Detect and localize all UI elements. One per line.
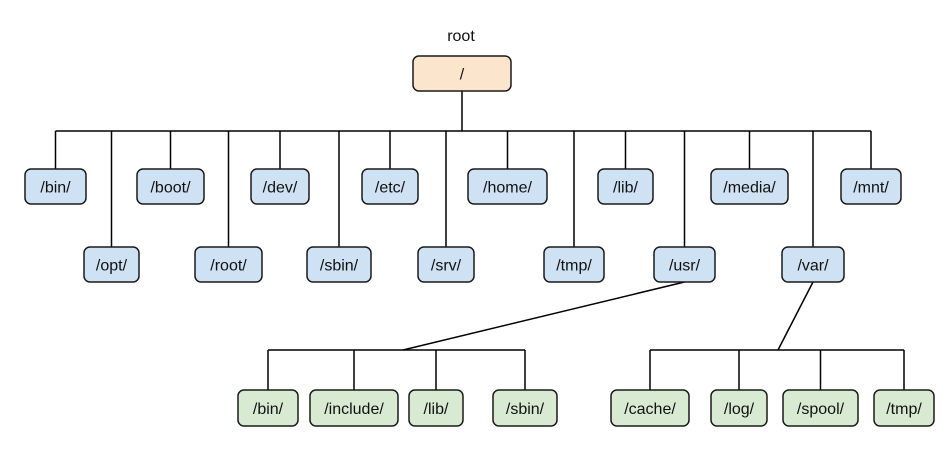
dir-node-sbin-box bbox=[306, 246, 372, 283]
tree-nodes: / /bin/ /opt/ /boot/ /root/ /dev/ /sbin/ /etc/ /… bbox=[24, 55, 935, 427]
dir-node-usr-lib: /lib/ bbox=[408, 389, 464, 427]
dir-node-usr-bin: /bin/ bbox=[237, 389, 299, 427]
dir-node-dev-label: /dev/ bbox=[263, 180, 298, 197]
dir-node-dev: /dev/ bbox=[250, 168, 310, 205]
dir-node-tmp: /tmp/ bbox=[543, 246, 605, 283]
dir-node-var-log: /log/ bbox=[710, 389, 768, 427]
dir-node-var-tmp-label: /tmp/ bbox=[886, 401, 922, 418]
dir-node-root-label: /root/ bbox=[210, 258, 247, 275]
edge-usr-diagonal bbox=[402, 281, 685, 351]
dir-node-usr-include-label: /include/ bbox=[324, 401, 384, 418]
dir-node-boot-box bbox=[136, 168, 205, 205]
dir-node-usr-include: /include/ bbox=[309, 389, 399, 427]
dir-node-usr-lib-label: /lib/ bbox=[424, 401, 449, 418]
dir-node-usr: /usr/ bbox=[653, 246, 716, 283]
root-node-box bbox=[412, 55, 512, 92]
dir-node-mnt-box bbox=[840, 168, 902, 205]
dir-node-boot-label: /boot/ bbox=[150, 180, 191, 197]
dir-node-boot: /boot/ bbox=[136, 168, 205, 205]
dir-node-opt-label: /opt/ bbox=[96, 258, 128, 275]
dir-node-lib: /lib/ bbox=[597, 168, 654, 205]
dir-node-srv-box bbox=[417, 246, 475, 283]
dir-node-var-tmp-box bbox=[873, 389, 935, 427]
dir-node-var-spool-box bbox=[782, 389, 859, 427]
dir-node-var: /var/ bbox=[781, 246, 845, 283]
dir-node-media-label: /media/ bbox=[723, 180, 776, 197]
dir-node-var-cache-box bbox=[610, 389, 690, 427]
dir-node-dev-box bbox=[250, 168, 310, 205]
dir-node-lib-label: /lib/ bbox=[613, 180, 638, 197]
dir-node-lib-box bbox=[597, 168, 654, 205]
dir-node-home-box bbox=[467, 168, 548, 205]
dir-node-home: /home/ bbox=[467, 168, 548, 205]
dir-node-usr-sbin-box bbox=[492, 389, 558, 427]
dir-node-etc-label: /etc/ bbox=[375, 180, 406, 197]
dir-node-var-box bbox=[781, 246, 845, 283]
dir-node-var-cache-label: /cache/ bbox=[624, 401, 676, 418]
dir-node-media-box bbox=[710, 168, 789, 205]
dir-node-bin-label: /bin/ bbox=[40, 180, 71, 197]
dir-node-usr-lib-box bbox=[408, 389, 464, 427]
dir-node-var-spool: /spool/ bbox=[782, 389, 859, 427]
dir-node-usr-label: /usr/ bbox=[669, 258, 701, 275]
dir-node-root-box bbox=[194, 246, 263, 283]
edge-var-diagonal bbox=[777, 281, 814, 351]
dir-node-usr-sbin-label: /sbin/ bbox=[506, 401, 545, 418]
dir-node-var-spool-label: /spool/ bbox=[797, 401, 845, 418]
dir-node-tmp-box bbox=[543, 246, 605, 283]
dir-node-var-label: /var/ bbox=[797, 258, 829, 275]
dir-node-usr-bin-label: /bin/ bbox=[253, 401, 284, 418]
dir-node-etc-box bbox=[361, 168, 419, 205]
dir-node-var-log-box bbox=[710, 389, 768, 427]
dir-node-sbin-label: /sbin/ bbox=[320, 258, 359, 275]
dir-node-usr-include-box bbox=[309, 389, 399, 427]
dir-node-mnt: /mnt/ bbox=[840, 168, 902, 205]
root-node-label: / bbox=[460, 67, 465, 84]
dir-node-bin-box bbox=[24, 168, 87, 205]
root-node: / bbox=[412, 55, 512, 92]
dir-node-usr-box bbox=[653, 246, 716, 283]
dir-node-root: /root/ bbox=[194, 246, 263, 283]
dir-node-srv: /srv/ bbox=[417, 246, 475, 283]
dir-node-usr-bin-box bbox=[237, 389, 299, 427]
dir-node-opt: /opt/ bbox=[83, 246, 140, 283]
dir-node-var-tmp: /tmp/ bbox=[873, 389, 935, 427]
dir-node-var-cache: /cache/ bbox=[610, 389, 690, 427]
dir-node-var-log-label: /log/ bbox=[724, 401, 755, 418]
dir-node-srv-label: /srv/ bbox=[431, 258, 462, 275]
dir-node-opt-box bbox=[83, 246, 140, 283]
dir-node-mnt-label: /mnt/ bbox=[853, 180, 889, 197]
dir-node-bin: /bin/ bbox=[24, 168, 87, 205]
dir-node-home-label: /home/ bbox=[483, 180, 532, 197]
dir-node-media: /media/ bbox=[710, 168, 789, 205]
dir-node-sbin: /sbin/ bbox=[306, 246, 372, 283]
dir-node-etc: /etc/ bbox=[361, 168, 419, 205]
root-caption: root bbox=[447, 28, 475, 45]
dir-node-usr-sbin: /sbin/ bbox=[492, 389, 558, 427]
dir-node-tmp-label: /tmp/ bbox=[556, 258, 592, 275]
tree-edges bbox=[54, 91, 905, 390]
